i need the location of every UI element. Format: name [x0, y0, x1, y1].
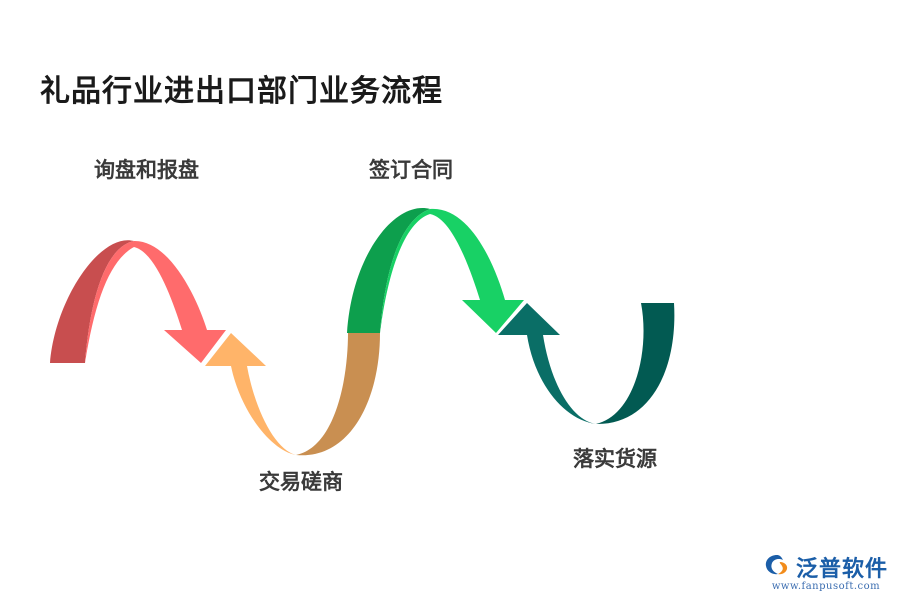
- brand-logo: 泛普软件 www.fanpusoft.com: [764, 551, 888, 592]
- step-arrow-inquiry: [50, 240, 226, 363]
- step-arrow-negotiation: [205, 333, 380, 456]
- step-label-negotiation: 交易磋商: [259, 470, 343, 494]
- step-arrow-contract: [347, 208, 524, 333]
- step-label-inquiry: 询盘和报盘: [94, 158, 199, 182]
- page-title: 礼品行业进出口部门业务流程: [40, 74, 443, 109]
- fanpu-logo-icon: [764, 553, 790, 581]
- step-label-sourcing: 落实货源: [573, 447, 657, 471]
- step-label-contract: 签订合同: [369, 158, 453, 182]
- step-arrow-sourcing: [498, 303, 675, 425]
- logo-name: 泛普软件: [795, 557, 888, 582]
- logo-url: www.fanpusoft.com: [771, 581, 881, 592]
